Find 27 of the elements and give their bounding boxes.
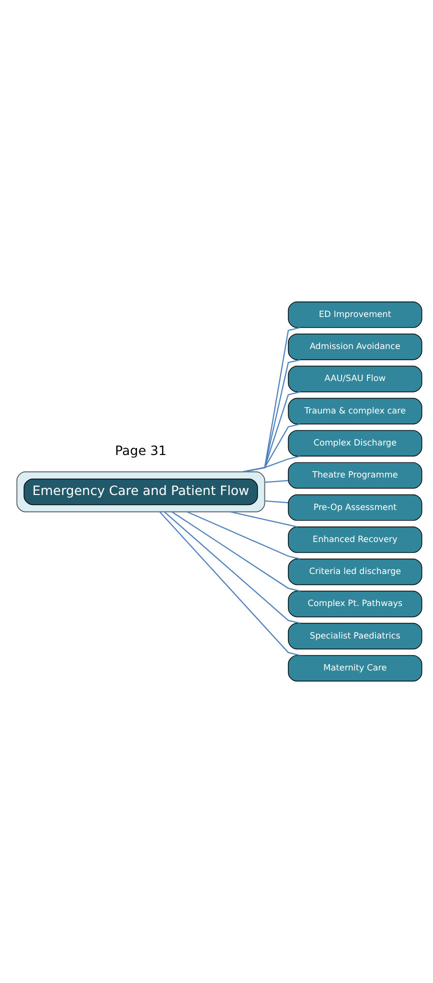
connector <box>164 511 300 624</box>
connector <box>242 327 300 472</box>
node-box: Emergency Care and Patient Flow <box>24 478 258 506</box>
connector <box>242 456 300 472</box>
connector <box>242 359 300 472</box>
label: Page 31 <box>115 444 167 459</box>
connector <box>264 500 288 504</box>
connector <box>186 511 300 560</box>
node-box: Complex Pt. Pathways <box>288 590 422 618</box>
node-box: AAU/SAU Flow <box>288 366 422 392</box>
connector <box>230 511 298 528</box>
connector <box>242 424 300 472</box>
node-box: Admission Avoidance <box>288 334 422 360</box>
node-box: Specialist Paediatrics <box>288 622 422 650</box>
node-box: Theatre Programme <box>288 462 422 489</box>
connector <box>159 511 300 656</box>
connector <box>242 391 300 472</box>
node-box: Trauma & complex care <box>288 398 422 424</box>
connector <box>264 480 288 483</box>
node-box: Criteria led discharge <box>288 558 422 586</box>
node-box: ED Improvement <box>288 302 422 328</box>
connector <box>172 511 300 592</box>
node-box: Complex Discharge <box>288 430 422 456</box>
node-box: Pre-Op Assessment <box>288 494 422 521</box>
cluster <box>16 471 266 512</box>
node-box: Enhanced Recovery <box>288 526 422 553</box>
node-box: Maternity Care <box>288 655 422 682</box>
